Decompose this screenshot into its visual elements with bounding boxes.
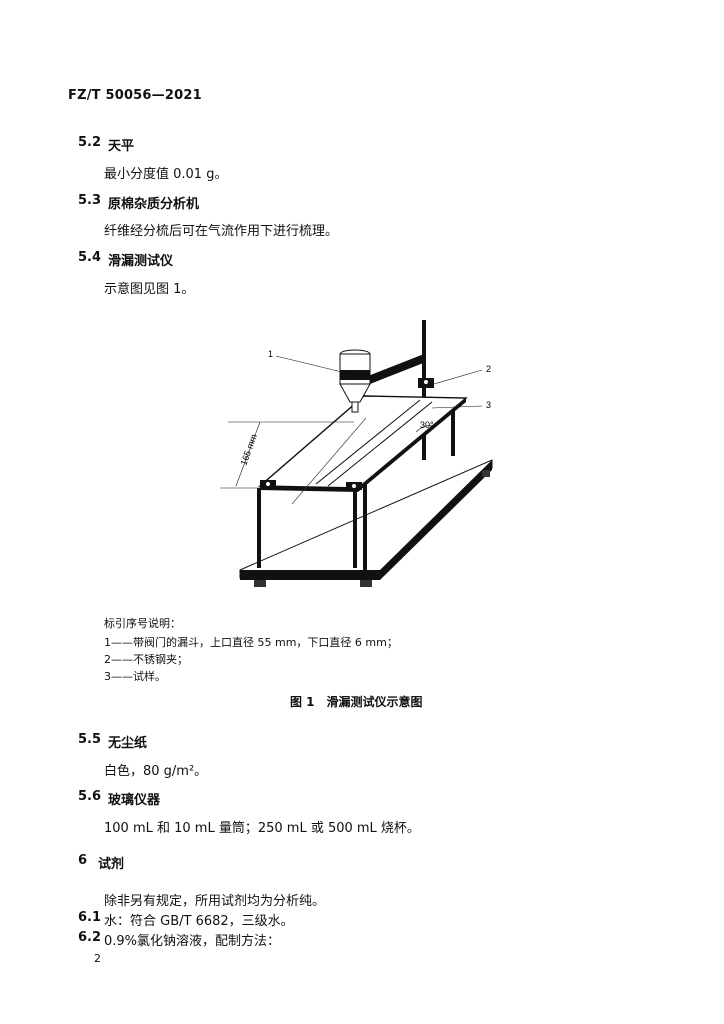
callout-leader — [275, 355, 351, 375]
table-leg — [363, 472, 367, 570]
section-text: 0.9%氯化钠溶液，配制方法： — [104, 934, 281, 949]
section-title: 天平 — [108, 139, 135, 154]
section-number: 5.6 — [78, 789, 102, 804]
section-title: 原棉杂质分析机 — [108, 197, 200, 212]
table-leg — [257, 488, 261, 568]
callout-leader — [433, 369, 483, 385]
funnel-arm — [368, 354, 426, 384]
base-plate-side — [380, 460, 492, 580]
legend-title: 标引序号说明： — [104, 617, 181, 630]
table-leg — [451, 406, 455, 456]
funnel — [339, 349, 371, 413]
slide-tester-diagram: 165 mm 30° 1 2 3 — [220, 320, 493, 587]
inclined-board-edge — [260, 486, 358, 492]
inclined-board — [258, 395, 468, 489]
section-number: 6.2 — [78, 930, 102, 945]
section-number: 5.2 — [78, 135, 102, 150]
steel-clamp — [260, 480, 276, 488]
legend-item: 3——试样。 — [104, 670, 166, 683]
legend-item: 1——带阀门的漏斗，上口直径 55 mm，下口直径 6 mm； — [104, 636, 398, 649]
steel-clamp — [346, 482, 362, 490]
section-number: 5.5 — [78, 732, 102, 747]
section-number: 5.3 — [78, 193, 102, 208]
callout-number: 3 — [486, 400, 491, 410]
table-leg — [353, 488, 357, 568]
base-foot — [254, 580, 266, 587]
section-title: 滑漏测试仪 — [108, 254, 174, 269]
section-text: 100 mL 和 10 mL 量筒；250 mL 或 500 mL 烧杯。 — [104, 821, 420, 836]
legend-item: 2——不锈钢夹； — [104, 653, 188, 666]
base-foot — [360, 580, 372, 587]
angle-arc — [415, 425, 435, 433]
section-text: 纤维经分梳后可在气流作用下进行梳理。 — [104, 224, 339, 239]
page-number: 2 — [94, 952, 101, 965]
callout-number: 2 — [486, 364, 491, 374]
base-foot — [482, 470, 490, 477]
section-title: 无尘纸 — [108, 736, 148, 751]
section-number: 6.1 — [78, 910, 102, 925]
callout-number: 1 — [268, 349, 273, 359]
base-plate-front — [240, 570, 380, 580]
vertical-stand — [422, 320, 426, 460]
section-text: 除非另有规定，所用试剂均为分析纯。 — [104, 894, 326, 909]
callout-leader — [431, 405, 483, 409]
section-number: 5.4 — [78, 250, 102, 265]
section-text: 示意图见图 1。 — [104, 282, 195, 297]
steel-clamp — [418, 378, 434, 388]
figure-caption: 图 1 滑漏测试仪示意图 — [290, 695, 423, 709]
section-number: 6 — [78, 853, 88, 868]
section-text: 水：符合 GB/T 6682，三级水。 — [104, 914, 294, 929]
inclined-board-edge — [358, 398, 466, 492]
dimension-label: 165 mm — [238, 433, 259, 467]
dimension-line — [235, 421, 261, 487]
angle-label: 30° — [420, 420, 434, 430]
standard-header: FZ/T 50056—2021 — [68, 88, 202, 103]
section-title: 试剂 — [98, 857, 125, 872]
section-text: 最小分度值 0.01 g。 — [104, 167, 228, 182]
center-line — [291, 417, 367, 505]
section-title: 玻璃仪器 — [108, 793, 161, 808]
specimen-strip — [327, 401, 433, 487]
section-text: 白色，80 g/m²。 — [104, 764, 208, 779]
specimen-strip — [315, 399, 421, 485]
